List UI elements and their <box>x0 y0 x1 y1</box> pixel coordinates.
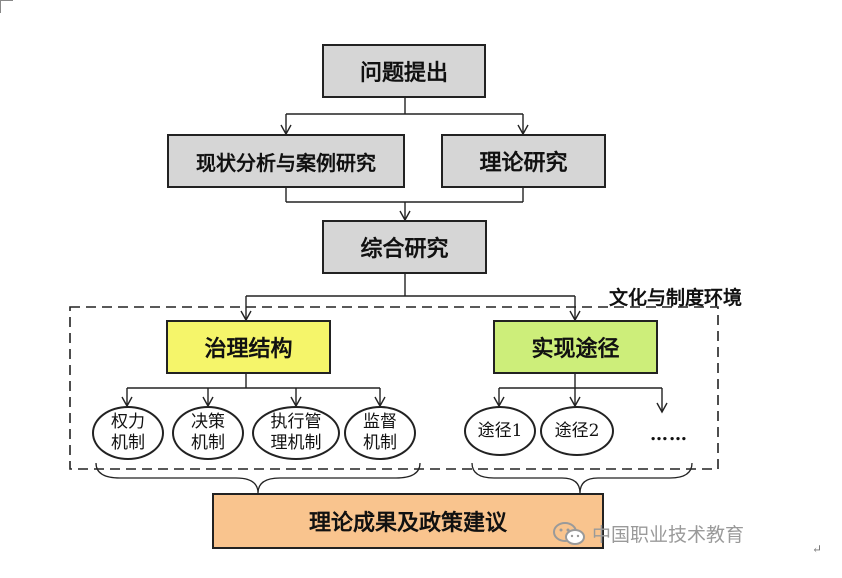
corner-mark <box>0 0 13 13</box>
mechanism-execution: 执行管理机制 <box>252 406 340 460</box>
environment-label: 文化与制度环境 <box>609 287 743 309</box>
theory-research-box: 理论研究 <box>441 134 606 188</box>
implementation-path-box: 实现途径 <box>493 320 658 374</box>
path-2: 途径2 <box>540 406 614 456</box>
chat-bubble-icon <box>553 521 585 545</box>
paragraph-end-mark: ↵ <box>812 542 823 556</box>
brace-left <box>95 462 421 494</box>
status-analysis-box: 现状分析与案例研究 <box>167 134 405 188</box>
integrated-research-box: 综合研究 <box>322 220 487 274</box>
problem-box: 问题提出 <box>322 44 486 98</box>
brace-right <box>471 462 693 494</box>
mechanism-power: 权力机制 <box>92 406 164 460</box>
environment-region <box>69 306 719 470</box>
outcomes-box: 理论成果及政策建议 <box>212 493 604 549</box>
watermark: 中国职业技术教育 <box>552 520 744 547</box>
mechanism-decision: 决策机制 <box>172 406 244 460</box>
mechanism-supervision: 监督机制 <box>344 406 416 460</box>
governance-structure-box: 治理结构 <box>166 320 331 374</box>
watermark-text: 中国职业技术教育 <box>592 524 745 546</box>
path-1: 途径1 <box>464 406 536 456</box>
more-paths-ellipsis: …… <box>650 424 688 445</box>
